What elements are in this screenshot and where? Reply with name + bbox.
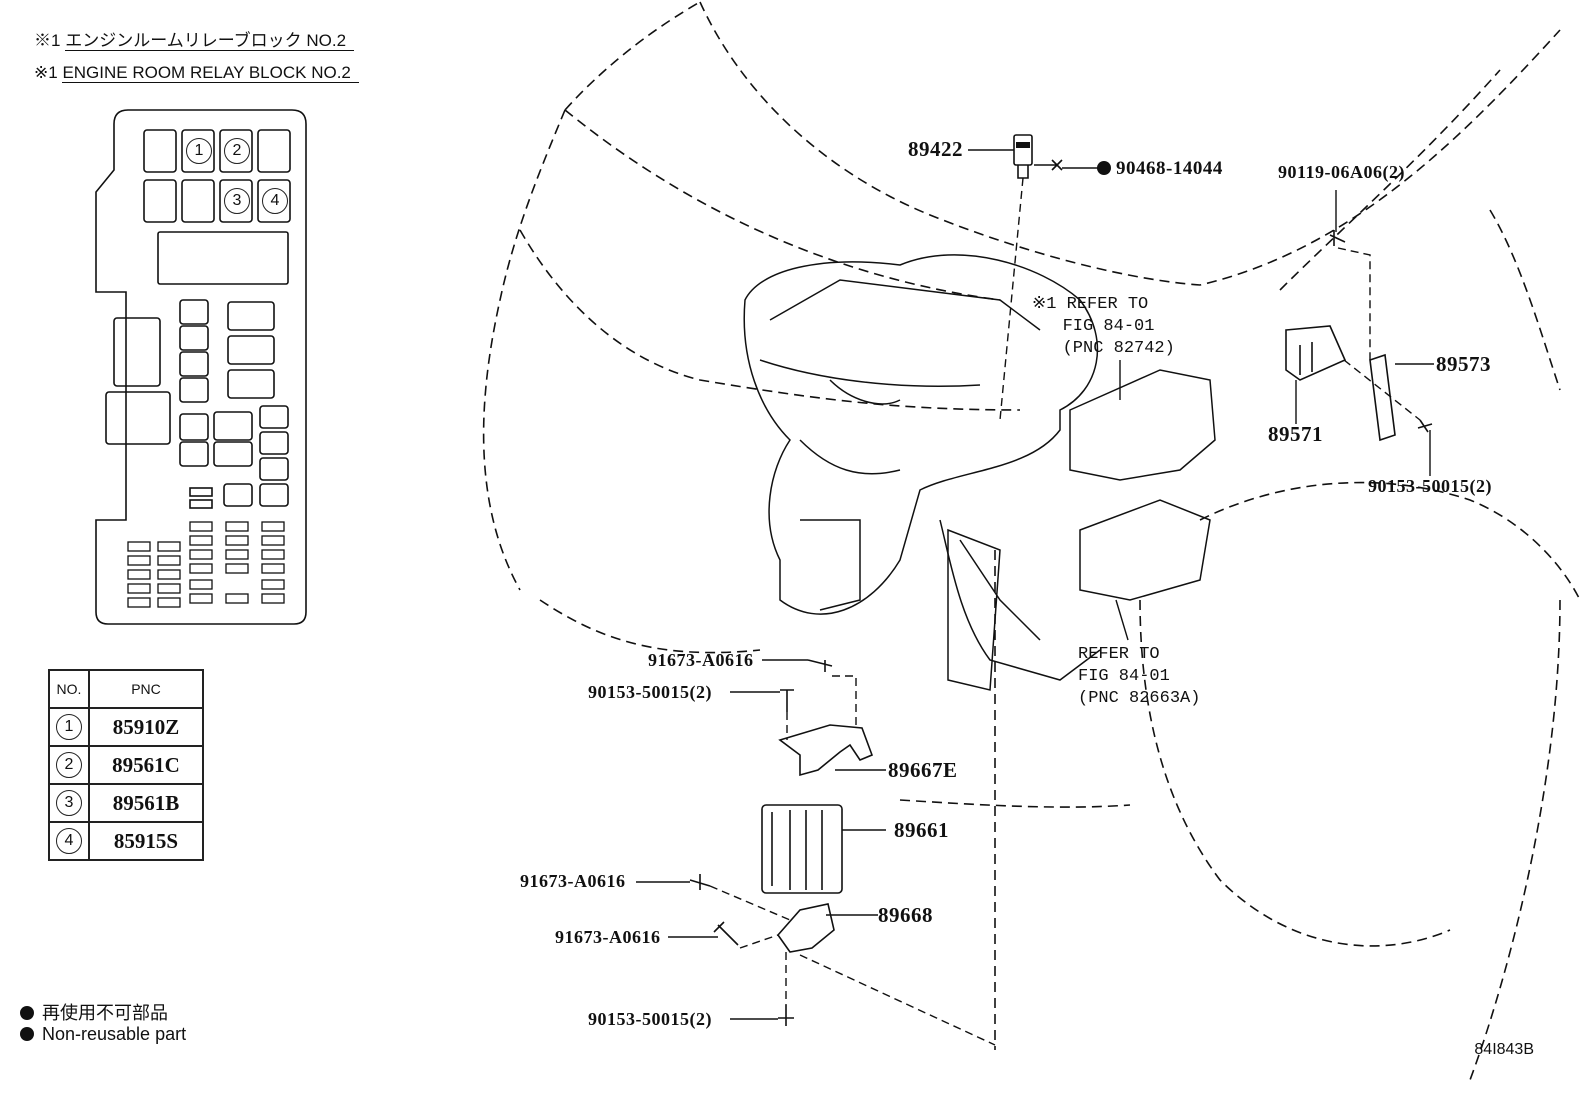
- part-label-89573: 89573: [1436, 352, 1491, 376]
- part-label-90119: 90119-06A06(2): [1278, 162, 1405, 182]
- row-pnc: 85915S: [88, 821, 204, 861]
- part-label-90153-right: 90153-50015(2): [1368, 476, 1492, 496]
- part-label-90153-b: 90153-50015(2): [588, 1009, 712, 1029]
- row-number: 4: [56, 828, 82, 854]
- row-number: 2: [56, 752, 82, 778]
- part-label-90153-a: 90153-50015(2): [588, 682, 712, 702]
- part-label-89668: 89668: [878, 903, 933, 927]
- reference-mark: ※1: [34, 31, 61, 50]
- part-label-89571: 89571: [1268, 422, 1323, 446]
- part-label-91673-a: 91673-A0616: [648, 650, 754, 670]
- part-label-91673-b: 91673-A0616: [520, 871, 626, 891]
- title-jp-text: エンジンルームリレーブロック NO.2: [65, 31, 355, 51]
- col-pnc-header: PNC: [88, 669, 204, 709]
- table-row: 4 85915S: [48, 821, 204, 861]
- slot-4-marker: 4: [262, 188, 288, 214]
- part-label-91673-c: 91673-A0616: [555, 927, 661, 947]
- row-pnc: 89561C: [88, 745, 204, 785]
- relay-block-outline: [95, 109, 307, 625]
- table-row: 3 89561B: [48, 783, 204, 823]
- reference-mark: ※1: [34, 63, 58, 82]
- row-pnc: 89561B: [88, 783, 204, 823]
- slot-2-marker: 2: [224, 138, 250, 164]
- part-label-89422: 89422: [908, 137, 963, 161]
- title-en-text: ENGINE ROOM RELAY BLOCK NO.2: [62, 63, 359, 83]
- reference-note-82663a: REFER TO FIG 84-01 (PNC 82663A): [1078, 645, 1201, 708]
- slot-1-marker: 1: [186, 138, 212, 164]
- row-number: 3: [56, 790, 82, 816]
- non-reusable-dot-icon: [20, 1006, 34, 1020]
- hood-outline: [482, 1, 701, 591]
- row-pnc: 85910Z: [88, 707, 204, 747]
- non-reusable-dot: [1097, 161, 1111, 175]
- relay-block-title-jp: ※1 エンジンルームリレーブロック NO.2: [34, 26, 355, 51]
- legend-en: Non-reusable part: [20, 1024, 186, 1045]
- pnc-table: NO. PNC 1 85910Z 2 89561C 3 89561B 4 859…: [48, 669, 204, 861]
- slot-3-marker: 3: [224, 188, 250, 214]
- col-no-header: NO.: [48, 669, 90, 709]
- table-row: 1 85910Z: [48, 707, 204, 747]
- relay-block-title-en: ※1 ENGINE ROOM RELAY BLOCK NO.2: [34, 63, 359, 83]
- legend-jp: 再使用不可部品: [20, 999, 168, 1025]
- legend-jp-text: 再使用不可部品: [42, 1003, 168, 1023]
- part-label-89661: 89661: [894, 818, 949, 842]
- table-row: 2 89561C: [48, 745, 204, 785]
- part-label-90468: 90468-14044: [1116, 158, 1223, 179]
- row-number: 1: [56, 714, 82, 740]
- non-reusable-dot-icon: [20, 1027, 34, 1041]
- part-label-89667e: 89667E: [888, 758, 958, 782]
- figure-code: 84I843B: [1474, 1041, 1534, 1058]
- legend-en-text: Non-reusable part: [42, 1024, 187, 1044]
- reference-note-82742: ※1 REFER TO FIG 84-01 (PNC 82742): [1032, 295, 1175, 358]
